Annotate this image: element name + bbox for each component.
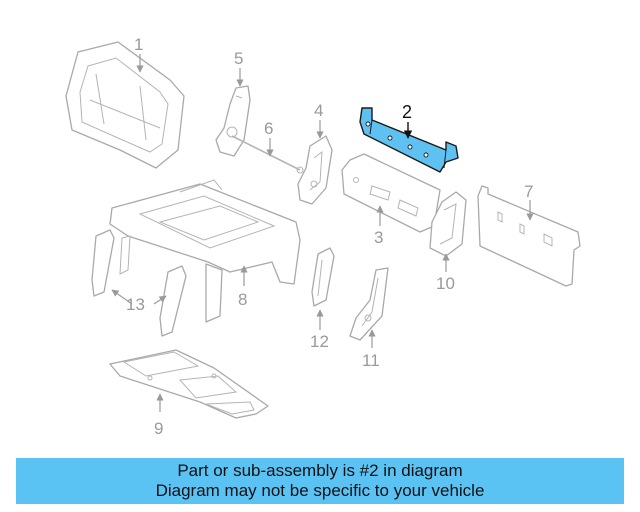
parts-diagram: 1 5 6 4 2 3 — [65, 35, 581, 438]
callout-9: 9 — [154, 419, 163, 438]
callout-1: 1 — [134, 35, 143, 54]
callout-5: 5 — [234, 49, 243, 68]
part-13-side-covers — [91, 229, 187, 337]
callout-3: 3 — [374, 228, 383, 247]
part-2-highlighted-bracket — [359, 107, 459, 173]
banner-line-2: Diagram may not be specific to your vehi… — [155, 481, 485, 500]
part-10-end-cap — [429, 191, 467, 257]
callout-10: 10 — [436, 274, 455, 293]
part-4-side-bracket — [297, 135, 333, 205]
callout-13: 13 — [126, 295, 145, 314]
callout-8: 8 — [238, 290, 247, 309]
part-6-rod — [231, 135, 304, 174]
part-8-seat-base-frame — [109, 179, 301, 323]
part-9-floor-panel — [109, 349, 269, 419]
part-1-seat-back-frame — [65, 41, 185, 169]
banner-line-1: Part or sub-assembly is #2 in diagram — [177, 461, 463, 480]
part-12-strip — [311, 247, 335, 307]
part-7-back-panel — [477, 185, 581, 287]
callout-2: 2 — [402, 102, 412, 122]
info-banner: Part or sub-assembly is #2 in diagram Di… — [16, 458, 624, 504]
part-3-trim-panel — [341, 153, 441, 233]
callout-7: 7 — [524, 182, 533, 201]
callout-11: 11 — [362, 351, 380, 370]
callout-6: 6 — [264, 119, 273, 138]
callout-12: 12 — [310, 332, 329, 351]
part-5-hinge-bracket — [215, 85, 251, 157]
callout-4: 4 — [314, 101, 323, 120]
part-11-trim — [349, 267, 389, 341]
